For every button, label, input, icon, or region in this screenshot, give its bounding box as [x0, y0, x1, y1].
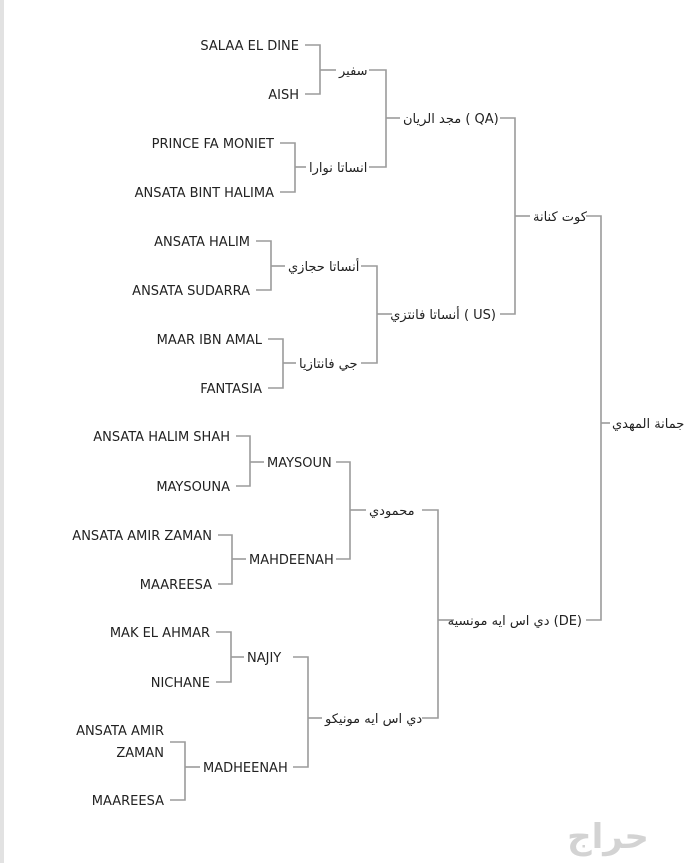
g4-name: MAYSOUNA: [156, 480, 230, 495]
g3-name: سفير: [338, 64, 368, 79]
g4-name: MAAREESA: [92, 794, 164, 809]
g4-name: NICHANE: [151, 676, 210, 691]
g4-name: ANSATA BINT HALIMA: [135, 186, 274, 201]
connector: [256, 240, 272, 291]
g3-name: MAYSOUN: [267, 456, 332, 471]
connector: [305, 44, 321, 95]
connector: [586, 215, 602, 621]
dam-name: دي اس ايه مونسيه (DE): [448, 614, 582, 629]
g4-name: MAAREESA: [140, 578, 212, 593]
page-edge-bar: [0, 0, 4, 863]
g4-name: AISH: [268, 88, 299, 103]
g4-name: SALAA EL DINE: [200, 39, 299, 54]
connector: [369, 69, 387, 168]
g4-name: ZAMAN: [116, 746, 164, 761]
haraj-logo-watermark: حراج: [567, 817, 649, 857]
dam-sire-name: محمودي: [369, 504, 415, 519]
g4-name: ANSATA HALIM: [154, 235, 250, 250]
g3-name: NAJIY: [247, 651, 281, 666]
connector: [216, 631, 232, 683]
g3-name: جي فانتازيا: [299, 357, 358, 372]
g4-name: MAAR IBN AMAL: [157, 333, 263, 348]
connector-lines: [170, 44, 610, 801]
sire-name: كوت كنانة: [533, 210, 588, 225]
connector: [268, 338, 284, 389]
connector: [336, 461, 351, 560]
connector: [422, 509, 439, 719]
connector: [293, 656, 309, 768]
g4-name: ANSATA HALIM SHAH: [93, 430, 230, 445]
connector: [500, 117, 516, 315]
watermark-label: حراج: [567, 817, 649, 857]
connector: [218, 534, 233, 585]
g3-name: MADHEENAH: [203, 761, 288, 776]
g4-name: MAK EL AHMAR: [110, 626, 210, 641]
g4-name: ANSATA AMIR ZAMAN: [72, 529, 212, 544]
connector: [236, 435, 251, 487]
g3-name: MAHDEENAH: [249, 553, 334, 568]
g3-name: أنساتا حجازي: [288, 258, 359, 275]
g4-name: FANTASIA: [200, 382, 262, 397]
dam-dam-name: دي اس ايه مونيكو: [324, 712, 422, 727]
connector: [361, 265, 378, 364]
g4-name: ANSATA AMIR: [76, 724, 164, 739]
connector: [170, 741, 186, 801]
root-name: جمانة المهدي: [612, 417, 684, 432]
g4-name: ANSATA SUDARRA: [132, 284, 250, 299]
sire-dam-name: أنساتا فانتزي ( US): [390, 306, 496, 323]
sire-sire-name: مجد الريان ( QA): [403, 112, 499, 127]
connector: [280, 142, 296, 193]
g3-name: انساتا نوارا: [309, 161, 367, 176]
g4-name: PRINCE FA MONIET: [152, 137, 274, 152]
